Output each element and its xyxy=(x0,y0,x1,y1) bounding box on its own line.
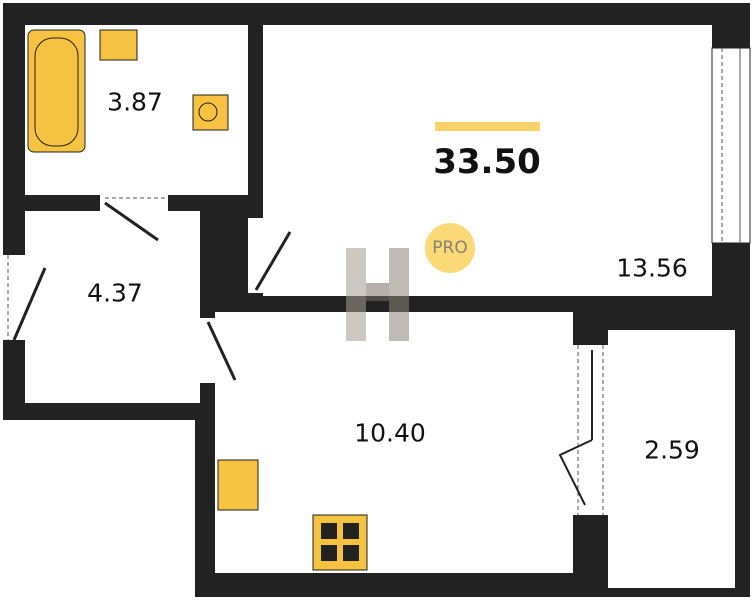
door-bathroom xyxy=(100,195,168,242)
room-balcony xyxy=(608,330,735,588)
area-bathroom: 3.87 xyxy=(107,87,163,117)
toilet-bowl xyxy=(198,102,218,122)
logo xyxy=(346,248,409,341)
window-right xyxy=(711,47,751,244)
washbasin-icon xyxy=(99,29,138,61)
pro-badge: PRO xyxy=(425,223,475,273)
area-kitchen: 10.40 xyxy=(354,418,426,448)
area-living: 13.56 xyxy=(616,253,688,283)
total-area: 33.50 xyxy=(433,142,541,182)
kitchen-sink-icon xyxy=(217,459,259,511)
bathtub-inner xyxy=(34,37,79,147)
room-hallway xyxy=(25,211,200,403)
accent-bar xyxy=(435,122,540,131)
area-hallway: 4.37 xyxy=(87,278,143,308)
balcony-door xyxy=(558,345,608,515)
door-living xyxy=(248,218,292,293)
door-hall-left xyxy=(12,267,47,341)
stove-icon xyxy=(312,514,368,571)
bathtub-icon xyxy=(27,29,86,153)
door-kitchen xyxy=(200,318,237,383)
toilet-icon xyxy=(192,94,229,131)
room-living xyxy=(263,25,712,296)
area-balcony: 2.59 xyxy=(644,435,700,465)
window-left xyxy=(3,255,25,340)
room-kitchen xyxy=(215,312,573,573)
